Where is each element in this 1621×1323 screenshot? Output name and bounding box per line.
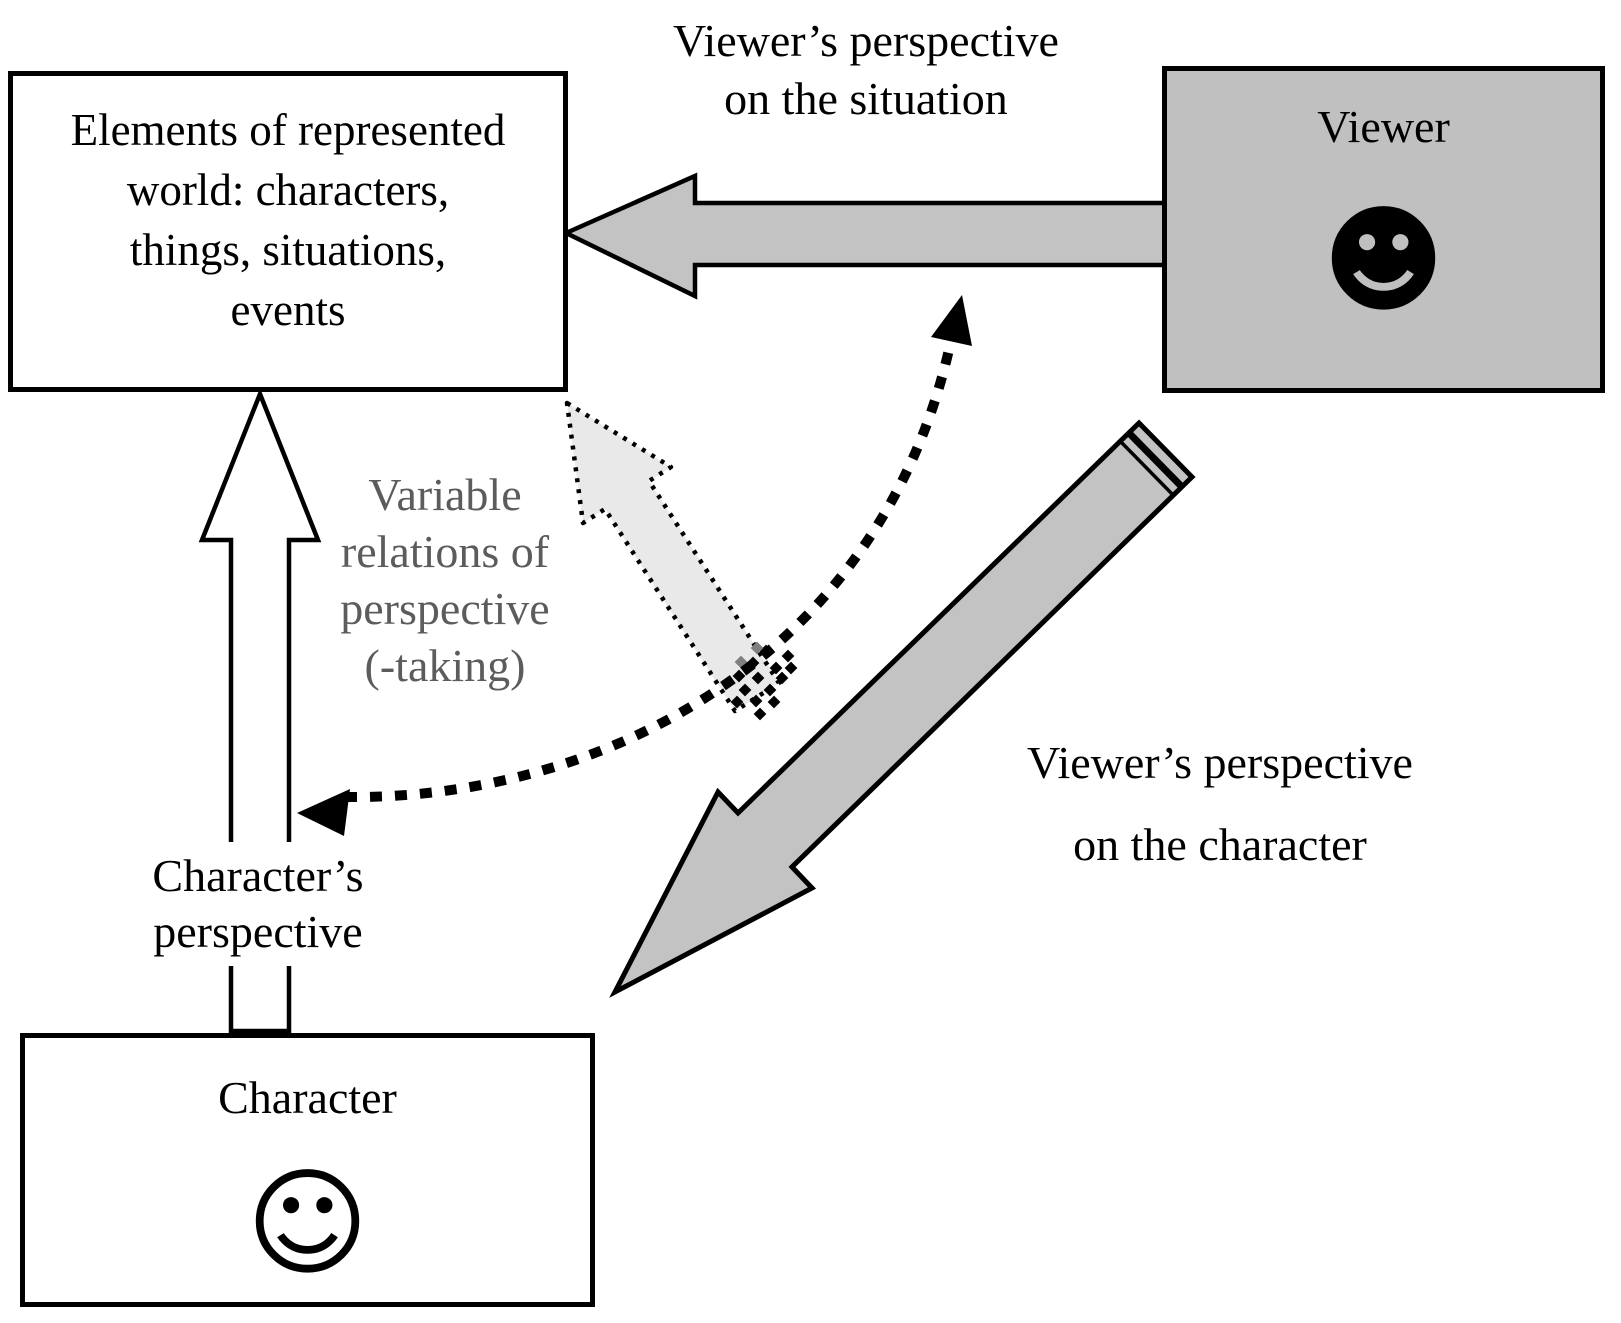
variable-relations-label-line: perspective [340, 583, 550, 634]
variable-relations-label: Variable relations of perspective (-taki… [270, 466, 620, 694]
viewer-situation-label: Viewer’s perspective on the situation [566, 12, 1166, 128]
scatter-dot [784, 661, 798, 675]
elements-box: Elements of represented world: character… [8, 71, 568, 392]
curve-arrowhead-left [297, 789, 350, 836]
viewer-situation-arrow [560, 172, 1171, 300]
variable-relations-label-line: (-taking) [364, 640, 526, 691]
viewer-character-label-line: on the character [1073, 819, 1367, 870]
character-perspective-label-line: Character’s [152, 850, 364, 901]
variable-relations-label-line: Variable [368, 469, 522, 520]
variable-relations-label-line: relations of [340, 526, 550, 577]
viewer-situation-label-line: on the situation [724, 73, 1008, 124]
elements-box-line: world: characters, [126, 165, 450, 215]
character-smiley-icon: ☺ [245, 1154, 369, 1292]
character-box-title: Character [218, 1072, 397, 1123]
arrow-tail-stripe [1119, 440, 1176, 498]
elements-box-line: Elements of represented [70, 105, 506, 155]
scatter-dot [767, 695, 781, 709]
viewer-box: Viewer ☻ [1162, 66, 1605, 393]
viewer-character-label: Viewer’s perspective on the character [980, 722, 1460, 886]
scatter-dot [753, 707, 767, 721]
variable-relations-arrow [564, 400, 782, 714]
character-perspective-label: Character’s perspective [118, 842, 398, 966]
curve-arrowhead-top [931, 295, 972, 346]
elements-box-line: events [230, 285, 346, 335]
viewer-character-arrow [609, 419, 1196, 998]
viewer-box-title: Viewer [1317, 101, 1450, 152]
arrow-tail-stripe [1126, 430, 1186, 491]
elements-box-line: things, situations, [129, 225, 447, 275]
perspective-relation-curve [344, 343, 955, 803]
character-perspective-label-line: perspective [153, 906, 363, 957]
viewer-situation-label-line: Viewer’s perspective [673, 15, 1059, 66]
scatter-dot [781, 649, 795, 663]
viewer-smiley-icon: ☻ [1321, 191, 1445, 329]
viewer-character-label-line: Viewer’s perspective [1027, 737, 1413, 788]
character-box: Character ☺ [20, 1033, 595, 1307]
